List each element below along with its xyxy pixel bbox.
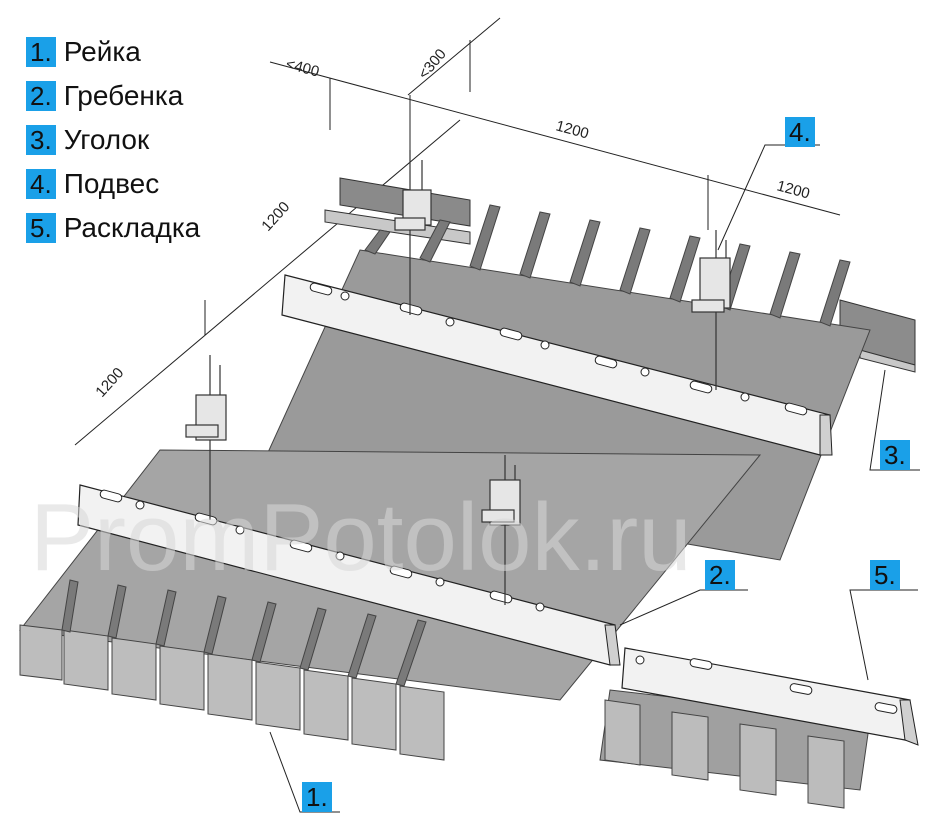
- legend-label: Уголок: [63, 124, 150, 155]
- comb-carrier-lower: [77, 484, 621, 666]
- legend-number: 5.: [26, 213, 56, 243]
- legend-item: 4. Подвес: [26, 162, 200, 206]
- legend-number: 1.: [26, 37, 56, 67]
- dim-1200-diag-upper: 1200: [258, 198, 293, 234]
- legend-label: Рейка: [63, 36, 141, 67]
- legend-label: Гребенка: [63, 80, 184, 111]
- callout-4: 4.: [785, 117, 815, 147]
- dim-1200-top: 1200: [554, 117, 591, 142]
- callout-2: 2.: [705, 560, 735, 590]
- legend-label: Подвес: [63, 168, 160, 199]
- legend: 1. Рейка 2. Гребенка 3. Уголок 4. Подвес…: [26, 30, 200, 250]
- legend-item: 1. Рейка: [26, 30, 200, 74]
- wall-angle-upper: [324, 177, 471, 245]
- legend-item: 5. Раскладка: [26, 206, 200, 250]
- callout-1: 1.: [302, 782, 332, 812]
- comb-carrier-upper: [281, 274, 833, 456]
- legend-label: Раскладка: [63, 212, 201, 243]
- legend-number: 4.: [26, 169, 56, 199]
- legend-item: 2. Гребенка: [26, 74, 200, 118]
- callout-5: 5.: [870, 560, 900, 590]
- dim-1200-diag-lower: 1200: [92, 364, 127, 400]
- layout-detail: [599, 647, 919, 809]
- dim-lt400: <400: [284, 55, 321, 80]
- watermark: PromPotolok.ru: [30, 484, 692, 591]
- callout-3: 3.: [880, 440, 910, 470]
- legend-number: 2.: [26, 81, 56, 111]
- legend-number: 3.: [26, 125, 56, 155]
- hangers: [185, 150, 731, 605]
- legend-item: 3. Уголок: [26, 118, 200, 162]
